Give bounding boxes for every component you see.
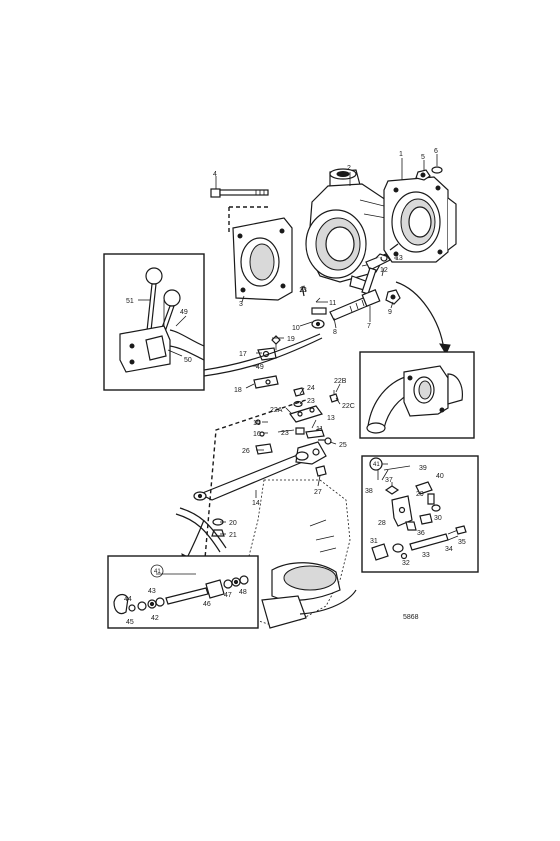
callout-1: 1 — [399, 151, 403, 158]
callout-31: 31 — [370, 538, 378, 545]
cable-lower — [179, 507, 227, 549]
callout-14: 14 — [252, 500, 260, 507]
bolt-26 — [255, 443, 273, 455]
callout-30: 30 — [434, 515, 442, 522]
engine-outline — [239, 479, 351, 629]
callout-23-upper: 23 — [307, 398, 315, 405]
inset-control-rod — [107, 555, 259, 629]
callout-41-right: 41 — [373, 462, 380, 468]
elbow-drawing — [366, 365, 463, 434]
callout-19: 19 — [287, 336, 295, 343]
callout-41-left: 41 — [154, 569, 161, 575]
callout-20: 20 — [229, 520, 237, 527]
arrow-engine — [299, 589, 357, 615]
bolt-4 — [210, 188, 269, 198]
callout-32: 32 — [402, 560, 410, 567]
callout-16: 16 — [253, 431, 261, 438]
callout-18: 18 — [234, 387, 242, 394]
callout-39: 39 — [419, 465, 427, 472]
callout-3: 3 — [239, 301, 243, 308]
callout-48: 48 — [239, 589, 247, 596]
control-cable — [203, 333, 321, 371]
callout-13-pin: 13 — [299, 287, 307, 294]
callout-27: 27 — [314, 489, 322, 496]
callout-11-top: 11 — [329, 300, 336, 307]
reference-number: 5868 — [403, 614, 419, 621]
arrow-to-lower-inset — [185, 519, 205, 561]
callout-34: 34 — [445, 546, 453, 553]
callout-4: 4 — [213, 171, 217, 178]
cable-lower-2 — [175, 513, 221, 553]
linkage-drawing — [369, 457, 467, 561]
callout-22b: 22B — [334, 378, 347, 385]
dashed-link — [203, 399, 307, 571]
callout-41-ring-left — [150, 564, 164, 578]
pin-13 — [389, 243, 399, 251]
callout-8: 8 — [333, 329, 337, 336]
callout-44: 44 — [124, 596, 132, 603]
callout-13-top: 13 — [395, 255, 403, 262]
callout-24: 24 — [307, 385, 315, 392]
nut-27 — [315, 465, 327, 477]
callout-43: 43 — [148, 588, 156, 595]
callout-28: 28 — [378, 520, 386, 527]
arrow-head — [439, 343, 451, 356]
callout-9: 9 — [388, 309, 392, 316]
callout-35: 35 — [458, 539, 466, 546]
callout-50: 50 — [184, 357, 192, 364]
callout-51: 51 — [126, 298, 134, 305]
lever-assembly — [299, 253, 401, 329]
callout-49-inset: 49 — [180, 309, 188, 316]
callout-21: 21 — [229, 532, 237, 539]
callout-47: 47 — [224, 592, 232, 599]
flange-3 — [232, 217, 293, 301]
callout-11-mid: 11 — [316, 426, 323, 433]
callout-36: 36 — [417, 530, 425, 537]
nut-21 — [211, 529, 225, 537]
callout-37: 37 — [385, 477, 393, 484]
cable-bracket — [253, 335, 281, 389]
callout-45: 45 — [126, 619, 134, 626]
callout-25: 25 — [339, 442, 347, 449]
callout-22c: 22C — [342, 403, 355, 410]
callout-labels: 1 2 3 4 5 6 7 8 9 10 11 11 12 13 13 13 1… — [124, 148, 466, 626]
callout-15: 15 — [253, 420, 261, 427]
callout-23-lower: 23 — [281, 430, 289, 437]
callout-46: 46 — [203, 601, 211, 608]
leader-lines — [138, 154, 438, 535]
flange-1 — [383, 176, 457, 263]
callout-49-bracket: 49 — [256, 364, 264, 371]
callout-41-ring-right — [369, 457, 383, 471]
callout-17: 17 — [239, 351, 247, 358]
callout-12: 12 — [380, 267, 388, 274]
screw-25-head — [324, 437, 332, 445]
callout-33: 33 — [422, 552, 430, 559]
control-lever-drawing — [119, 267, 205, 373]
bracket-22a — [255, 387, 339, 439]
arrow-to-inset — [395, 281, 445, 351]
callout-13-mid: 13 — [327, 415, 335, 422]
callout-38: 38 — [365, 488, 373, 495]
callout-40: 40 — [436, 473, 444, 480]
pin-13-small — [301, 285, 305, 297]
control-cable-2 — [203, 337, 323, 377]
callout-29: 29 — [416, 491, 424, 498]
callout-7: 7 — [367, 323, 371, 330]
lever-14 — [193, 441, 327, 501]
callout-42: 42 — [151, 615, 159, 622]
callout-6: 6 — [434, 148, 438, 155]
nut-5 — [415, 169, 431, 181]
callout-2: 2 — [347, 165, 351, 172]
washer-6 — [431, 166, 443, 174]
control-rod-drawing — [113, 573, 249, 615]
callout-5: 5 — [421, 154, 425, 161]
callout-26: 26 — [242, 448, 250, 455]
callout-10: 10 — [292, 325, 300, 332]
callout-22a: 22A — [270, 407, 283, 414]
